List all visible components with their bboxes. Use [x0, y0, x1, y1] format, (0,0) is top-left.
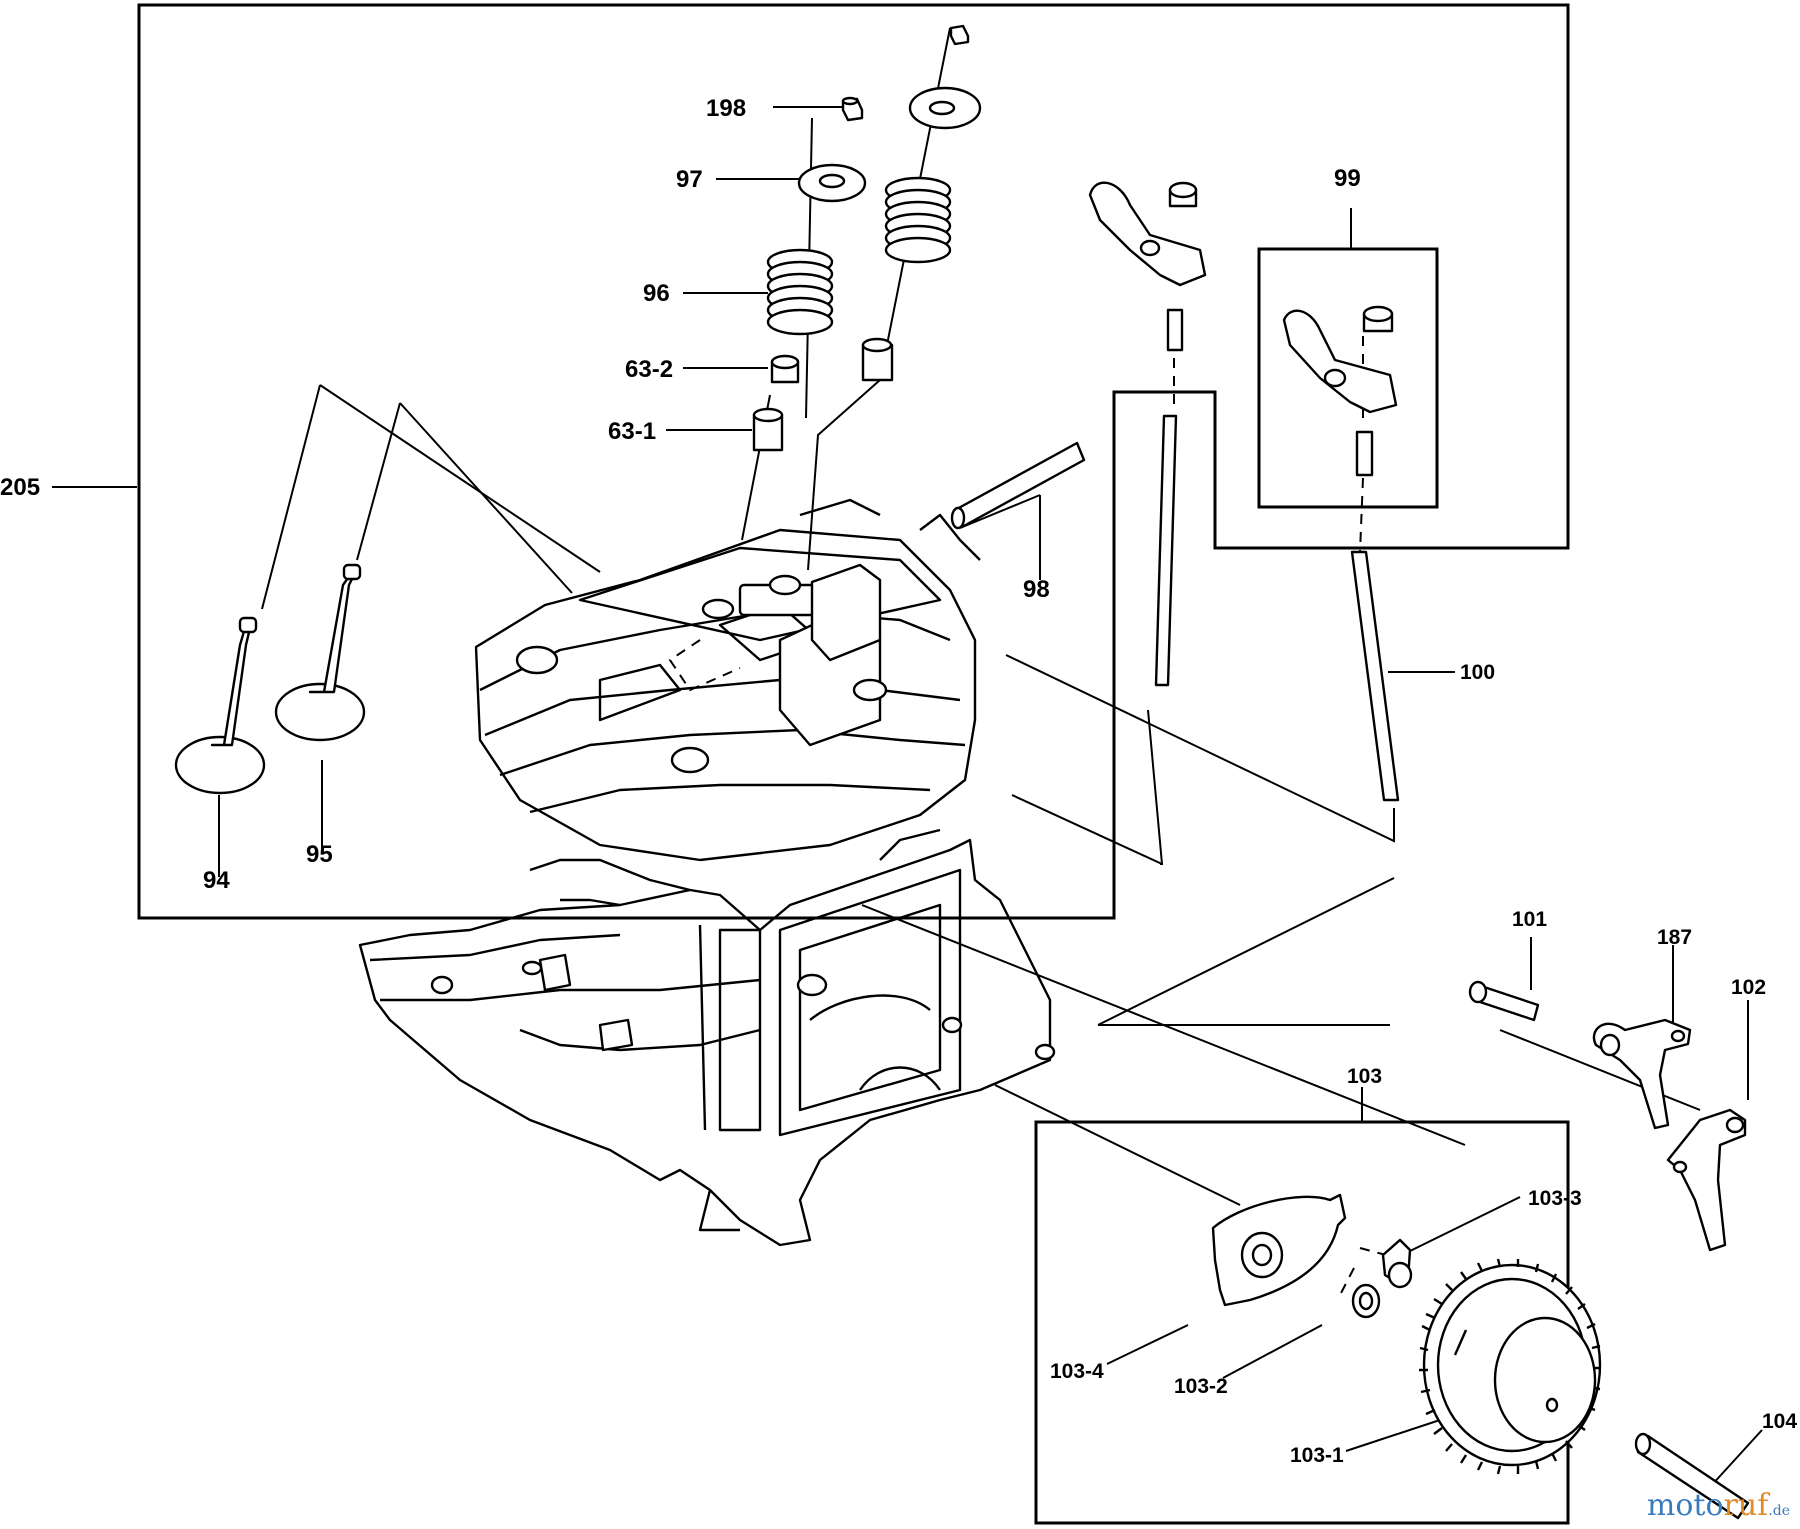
tappet-187: [1592, 1018, 1692, 1130]
valve-keeper-top: [949, 24, 970, 46]
label-104: 104: [1762, 1410, 1797, 1433]
valve-spring-right: [884, 176, 952, 264]
label-99: 99: [1334, 165, 1361, 192]
cylinder-head-assembly-frame: [137, 3, 1570, 920]
valve-keeper-198: [841, 96, 864, 122]
rocker-arm-99: [1282, 305, 1398, 477]
exhaust-valve-95: [274, 563, 366, 742]
label-103-1: 103-1: [1290, 1444, 1344, 1467]
watermark-part3: .de: [1768, 1503, 1790, 1519]
label-101: 101: [1512, 908, 1547, 931]
label-103: 103: [1347, 1065, 1382, 1088]
part-labels: 198 97 96 63-2 63-1 205 98 99 100 94 95 …: [0, 95, 1797, 1467]
label-103-4: 103-4: [1050, 1360, 1104, 1383]
governor-gear-103-1: [1419, 1258, 1602, 1475]
rocker-arm-top: [1088, 181, 1207, 352]
label-103-3: 103-3: [1528, 1187, 1582, 1210]
label-100: 100: [1460, 661, 1495, 684]
crankcase: [358, 828, 1056, 1247]
push-rod-100: [1350, 550, 1400, 802]
valve-guide-right: [861, 337, 894, 382]
watermark-part1: moto: [1646, 1488, 1724, 1523]
label-205: 205: [0, 474, 40, 501]
label-94: 94: [203, 867, 230, 894]
rocker-shaft-98: [950, 441, 1086, 530]
label-63-2: 63-2: [625, 356, 673, 383]
label-102: 102: [1731, 976, 1766, 999]
label-187: 187: [1657, 926, 1692, 949]
valve-guide-63-1: [752, 407, 784, 452]
label-97: 97: [676, 166, 703, 193]
label-63-1: 63-1: [608, 418, 656, 445]
label-96: 96: [643, 280, 670, 307]
label-103-2: 103-2: [1174, 1375, 1228, 1398]
rocker-arm-set-frame: [1257, 247, 1439, 509]
cam-shaft-101: [1468, 980, 1540, 1022]
watermark-part2: ruf: [1723, 1488, 1769, 1523]
label-95: 95: [306, 841, 333, 868]
gear-shaft-104: [1634, 1432, 1750, 1520]
cylinder-head: [474, 498, 981, 862]
center-lines: [1173, 322, 1387, 1296]
push-rod-inner: [1154, 414, 1178, 687]
watermark-logo: motoruf.de: [1647, 1488, 1790, 1523]
governor-weight-103-3: [1381, 1238, 1413, 1289]
valve-stem-seal-63-2: [770, 354, 800, 384]
tappet-102: [1666, 1108, 1747, 1252]
label-198: 198: [706, 95, 746, 122]
governor-sleeve-103-2: [1351, 1283, 1381, 1319]
governor-plate-103-4: [1211, 1193, 1347, 1307]
valve-spring-96: [766, 248, 834, 336]
label-98: 98: [1023, 576, 1050, 603]
intake-valve-94: [174, 616, 266, 795]
spring-retainer-97: [797, 163, 867, 203]
spring-retainer-top: [908, 86, 982, 130]
